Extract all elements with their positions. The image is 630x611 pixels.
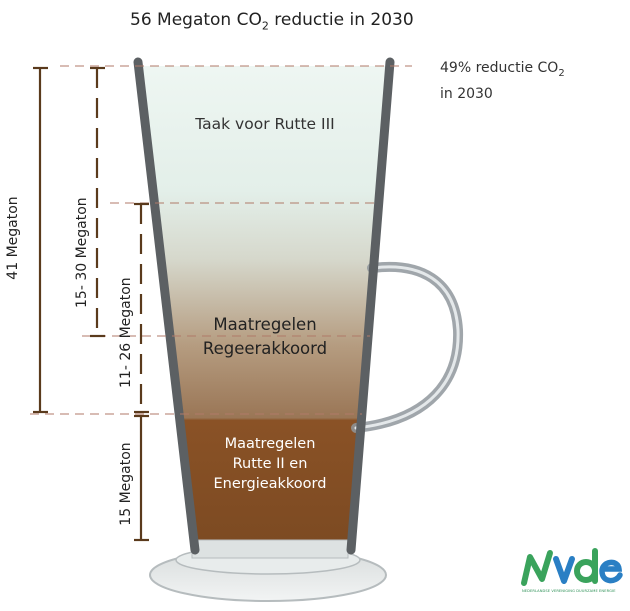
nvde-logo-subtitle: NEDERLANDSE VERENIGING DUURZAME ENERGIE — [522, 589, 616, 593]
bracket-range-upper — [90, 66, 105, 338]
mug-wall-left — [133, 57, 200, 555]
target-note: 49% reductie CO2 in 2030 — [440, 60, 565, 102]
bracket-label-base: 15 Megaton — [118, 442, 134, 526]
bracket-label-total: 41 Megaton — [5, 196, 21, 280]
bracket-label-range-upper: 15- 30 Megaton — [74, 197, 90, 308]
mug-liquid — [138, 66, 388, 548]
nvde-logo: NEDERLANDSE VERENIGING DUURZAME ENERGIE — [520, 545, 625, 605]
mug-wall-right — [346, 57, 395, 555]
layer-label-regeerakkoord: Maatregelen Regeerakkoord — [202, 315, 328, 358]
diagram-title: 56 Megaton CO2 reductie in 2030 — [130, 10, 414, 33]
bracket-label-range-lower: 11- 26 Megaton — [118, 277, 134, 388]
bracket-range-lower — [134, 202, 149, 414]
bracket-total — [33, 66, 48, 414]
layer-label-energieakkoord: Maatregelen Rutte II en Energieakkoord — [213, 436, 327, 492]
layer-label-taak: Taak voor Rutte III — [195, 115, 335, 133]
bracket-base — [134, 414, 149, 542]
nvde-logo-mark — [521, 548, 623, 586]
